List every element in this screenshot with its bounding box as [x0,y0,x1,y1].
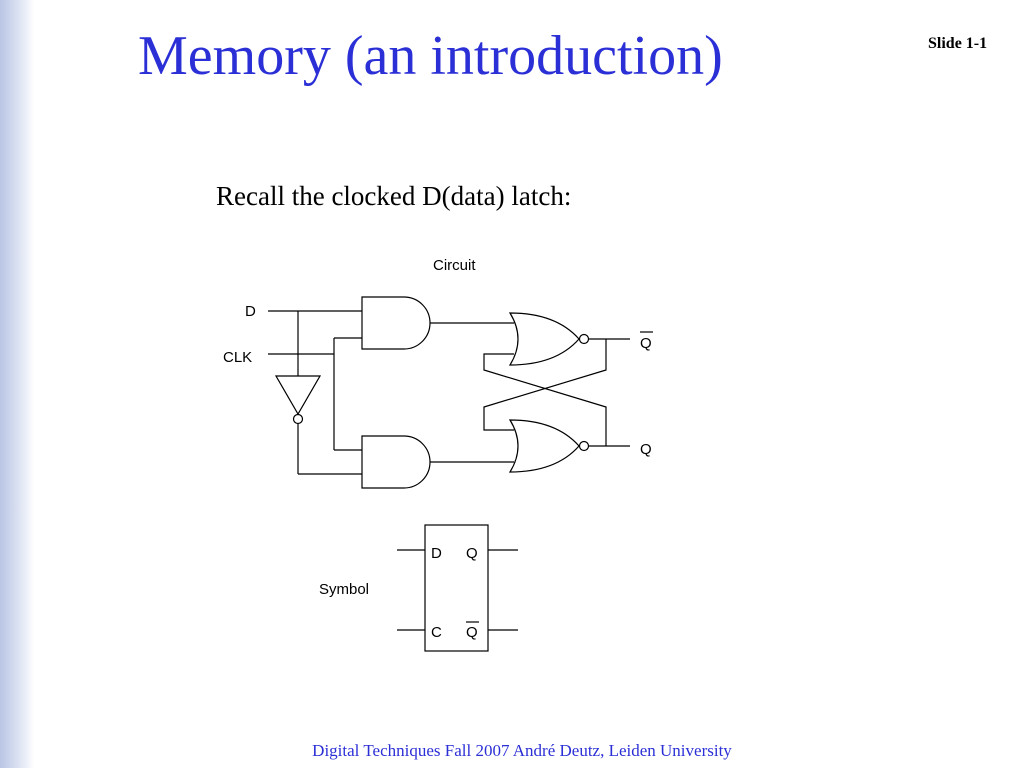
and-gate-top [361,296,431,350]
and-gate-bottom [361,435,431,489]
symbol-pin-q-bar: Q [466,624,478,641]
symbol-box [424,524,489,652]
symbol-pin-wires [397,549,518,631]
slide-title: Memory (an introduction) [138,25,723,87]
nor-gate-top [508,312,590,366]
inverter-gate [274,375,322,425]
symbol-label: Symbol [319,581,369,598]
input-clk-label: CLK [223,349,252,366]
output-q-label: Q [640,441,652,458]
intro-text: Recall the clocked D(data) latch: [216,181,572,211]
nor-gate-bottom [508,419,590,473]
footer-text: Digital Techniques Fall 2007 André Deutz… [312,741,732,760]
side-bar [0,0,34,768]
input-wires [268,310,362,475]
input-d-label: D [245,303,256,320]
symbol-pin-q: Q [466,545,478,562]
symbol-pin-d: D [431,545,442,562]
symbol-pin-c: C [431,624,442,641]
circuit-heading: Circuit [433,257,476,274]
output-q-bar-label: Q [640,335,652,352]
slide-number: Slide 1-1 [928,35,988,52]
feedback-wires [483,339,607,446]
